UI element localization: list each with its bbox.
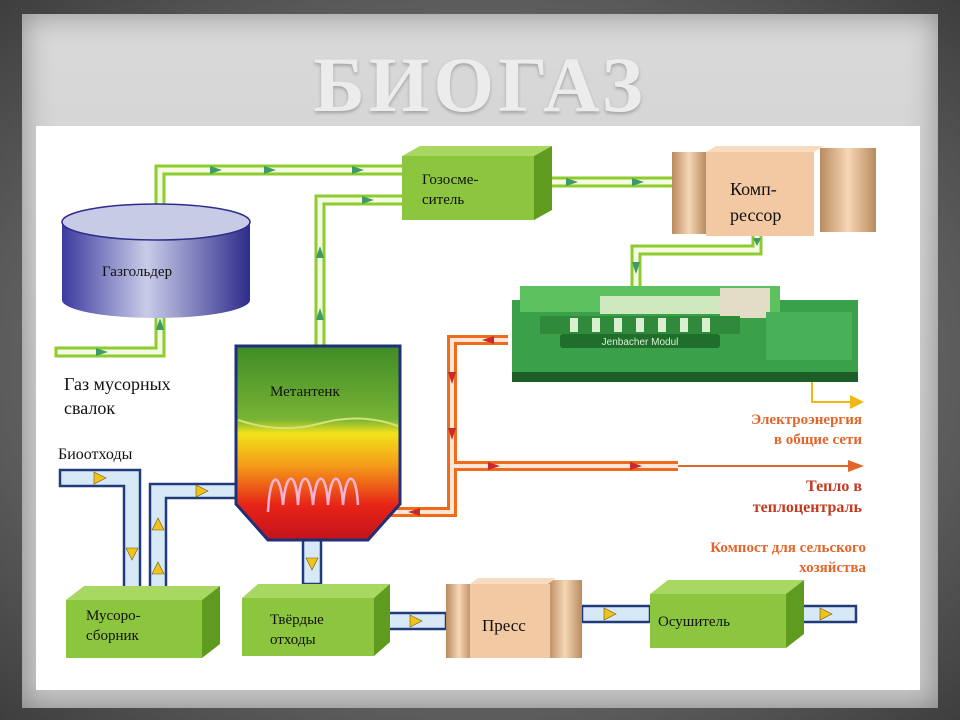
- flow-arrow: [566, 178, 578, 186]
- flow-arrow: [316, 246, 324, 258]
- flow-arrow: [488, 462, 500, 470]
- gas-mixer-box: [402, 146, 552, 220]
- gas-mixer-label-line: ситель: [422, 192, 465, 208]
- solid-waste-label-line: Твёрдые: [270, 612, 324, 628]
- dryer-box: [650, 580, 804, 648]
- flow-arrow: [151, 561, 165, 575]
- flow-arrow: [96, 348, 108, 356]
- compressor-label-line: Комп-: [730, 179, 777, 199]
- electricity-output-line: Электроэнергия: [751, 412, 862, 428]
- landfill-gas-label: Газ мусорных свалок: [64, 372, 171, 420]
- electricity-output-label: Электроэнергия в общие сети: [700, 410, 862, 450]
- flow-arrow: [210, 166, 222, 174]
- flow-arrow: [195, 484, 209, 498]
- collector-box: [66, 586, 220, 658]
- slide-title: БИОГАЗ: [313, 41, 647, 128]
- gas-mixer-label: Гозосме- ситель: [422, 170, 478, 210]
- heat-output-line: теплоцентраль: [752, 499, 862, 516]
- solid-waste-box: [242, 584, 390, 656]
- output-arrows: [678, 346, 864, 472]
- flow-arrow: [156, 318, 164, 330]
- collector-label-line: сборник: [86, 628, 139, 644]
- gasholder-tank: [61, 203, 251, 318]
- compost-output-line: хозяйства: [799, 560, 866, 576]
- flow-arrow: [632, 262, 640, 274]
- heat-flow-arrows: [408, 336, 642, 516]
- collector-label: Мусоро- сборник: [86, 606, 141, 646]
- solid-waste-label: Твёрдые отходы: [270, 610, 324, 650]
- dryer-label: Осушитель: [658, 614, 730, 630]
- flow-arrow: [630, 462, 642, 470]
- gasholder-label: Газгольдер: [102, 264, 173, 280]
- flow-arrow: [125, 547, 139, 561]
- gas-mixer-label-line: Гозосме-: [422, 172, 479, 188]
- flow-arrow: [409, 614, 423, 628]
- flow-arrow: [753, 238, 761, 246]
- compost-output-line: Компост для сельского: [710, 540, 866, 556]
- digester-label: Метантенк: [270, 384, 340, 400]
- flow-arrow: [352, 166, 364, 174]
- flow-arrow: [482, 336, 494, 344]
- gas-engine: [512, 286, 858, 382]
- heat-output-label: Тепло в теплоцентраль: [700, 476, 862, 518]
- digester-tank: [234, 344, 402, 542]
- flow-arrow: [603, 607, 617, 621]
- compressor-unit: [672, 146, 876, 236]
- compressor-label: Комп- рессор: [730, 176, 781, 228]
- flow-arrow: [362, 196, 374, 204]
- collector-label-line: Мусоро-: [86, 608, 141, 624]
- flow-arrow: [448, 428, 456, 440]
- flow-arrow: [819, 607, 833, 621]
- press-label: Пресс: [482, 616, 526, 635]
- flow-arrow: [151, 517, 165, 531]
- flow-arrow: [316, 308, 324, 320]
- flow-arrow: [632, 178, 644, 186]
- flow-arrow: [264, 166, 276, 174]
- heat-output-line: Тепло в: [806, 478, 862, 495]
- solid-waste-label-line: отходы: [270, 632, 316, 648]
- press-unit: [446, 578, 582, 658]
- flow-arrow: [305, 557, 319, 571]
- electricity-output-line: в общие сети: [773, 432, 862, 448]
- landfill-gas-label-line: свалок: [64, 398, 116, 418]
- flow-arrow: [408, 508, 420, 516]
- heating-coil: [266, 477, 360, 513]
- biowaste-label: Биоотходы: [58, 446, 133, 463]
- landfill-gas-label-line: Газ мусорных: [64, 374, 171, 394]
- flow-arrow: [93, 471, 107, 485]
- flow-arrow: [448, 372, 456, 384]
- compressor-label-line: рессор: [730, 205, 782, 225]
- waste-flow-arrows: [93, 471, 833, 628]
- engine-badge: Jenbacher Modul: [602, 337, 679, 348]
- gas-flow-arrows: [96, 166, 761, 356]
- compost-output-label: Компост для сельского хозяйства: [640, 538, 866, 578]
